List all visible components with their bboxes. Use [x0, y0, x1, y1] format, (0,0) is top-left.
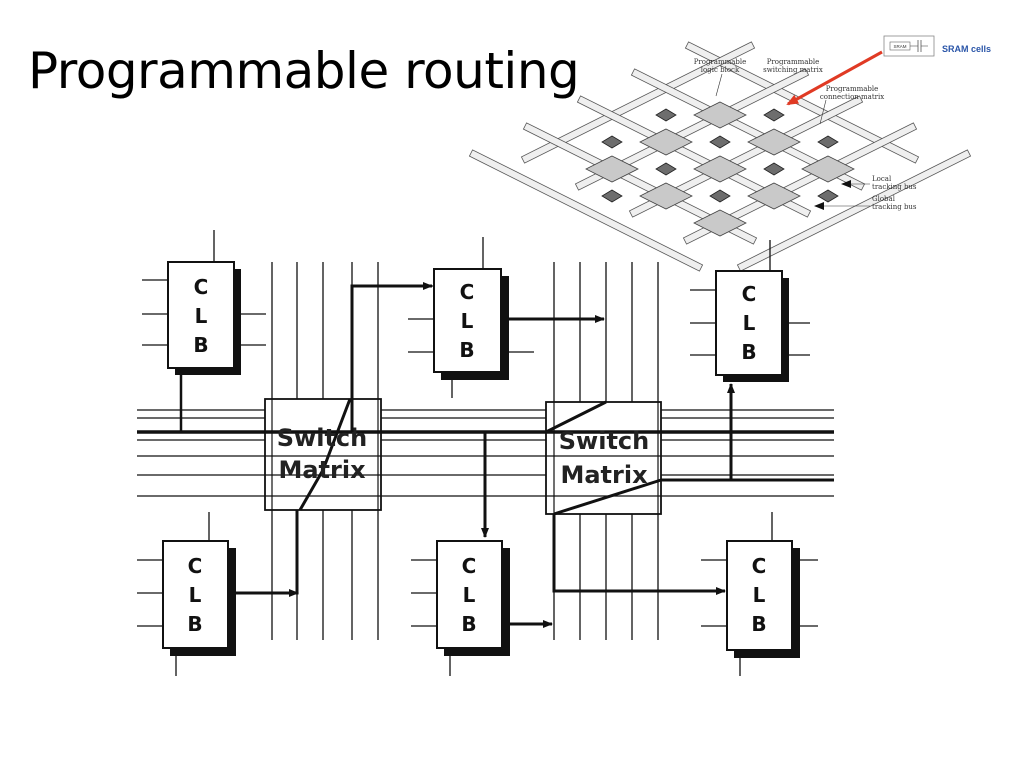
sram-pointer-arrow	[786, 50, 883, 106]
inset-logic-block	[747, 182, 801, 210]
inset-label-local-bus: Local tracking bus	[841, 175, 917, 191]
clb-top-right: C L B	[690, 240, 810, 382]
sram-cell-icon: SRAM	[883, 35, 935, 57]
clb-letter-l: L	[743, 311, 756, 335]
clb-letter-c: C	[752, 554, 767, 578]
inset-switch-matrix	[817, 189, 839, 203]
clb-letter-c: C	[194, 275, 209, 299]
clb-letter-c: C	[462, 554, 477, 578]
inset-label-global-bus: Global tracking bus	[814, 195, 917, 211]
inset-logic-block	[801, 155, 855, 183]
svg-text:SRAM: SRAM	[893, 44, 906, 49]
route-clb-bottom-left-out	[236, 510, 299, 595]
slide-title: Programmable routing	[28, 42, 580, 100]
inset-switch-matrix	[655, 108, 677, 122]
svg-text:logic block: logic block	[701, 66, 740, 74]
svg-text:Programmable: Programmable	[826, 85, 879, 93]
inset-switch-matrix	[763, 108, 785, 122]
inset-track	[522, 122, 758, 245]
routed-connections	[236, 282, 735, 628]
inset-switch-matrix	[709, 135, 731, 149]
inset-label-logic-block: Programmable logic block	[694, 58, 747, 97]
clb-letter-b: B	[751, 612, 766, 636]
switch-matrix-left: Switch Matrix	[264, 398, 382, 511]
inset-label-connection-matrix: Programmable connection matrix	[819, 85, 884, 125]
inset-switch-matrix	[817, 135, 839, 149]
inset-track	[684, 41, 920, 164]
clb-letter-c: C	[742, 282, 757, 306]
inset-logic-block	[693, 101, 747, 129]
inset-logic-block	[747, 128, 801, 156]
inset-switch-matrix	[601, 135, 623, 149]
routing-diagram: Switch Matrix Switch Matrix C	[137, 230, 834, 676]
clb-letter-l: L	[195, 304, 208, 328]
svg-text:tracking bus: tracking bus	[872, 203, 917, 211]
svg-text:connection matrix: connection matrix	[820, 93, 884, 101]
svg-text:Programmable: Programmable	[767, 58, 820, 66]
svg-text:tracking bus: tracking bus	[872, 183, 917, 191]
inset-switch-matrix	[709, 189, 731, 203]
switch-matrix-right-line2: Matrix	[560, 461, 648, 489]
inset-switch-matrix	[601, 189, 623, 203]
inset-track	[576, 95, 812, 218]
clb-letter-l: L	[461, 309, 474, 333]
svg-text:Global: Global	[872, 195, 896, 203]
clb-letter-b: B	[187, 612, 202, 636]
switch-matrix-left-line1: Switch	[277, 424, 367, 452]
inset-switch-matrix	[655, 162, 677, 176]
svg-text:Programmable: Programmable	[694, 58, 747, 66]
switch-matrix-right: Switch Matrix	[545, 400, 662, 516]
svg-text:Local: Local	[872, 175, 892, 183]
inset-track	[520, 41, 756, 164]
inset-track	[468, 149, 704, 272]
switch-matrix-left-line2: Matrix	[278, 456, 366, 484]
clb-letter-c: C	[188, 554, 203, 578]
clb-bottom-left: C L B	[137, 512, 236, 676]
clb-top-left: C L B	[142, 230, 266, 432]
clb-letter-c: C	[460, 280, 475, 304]
clb-letter-b: B	[741, 340, 756, 364]
inset-switch-matrix	[763, 162, 785, 176]
inset-logic-block	[639, 182, 693, 210]
clb-letter-l: L	[753, 583, 766, 607]
clb-letter-b: B	[461, 612, 476, 636]
sram-cells-label: SRAM cells	[942, 44, 991, 54]
inset-logic-block	[639, 128, 693, 156]
svg-text:switching matrix: switching matrix	[763, 66, 823, 74]
clb-bottom-middle: C L B	[411, 540, 510, 676]
clb-letter-l: L	[189, 583, 202, 607]
inset-logic-block	[693, 209, 747, 237]
inset-logic-block	[585, 155, 639, 183]
inset-logic-block	[693, 155, 747, 183]
route-to-clb-top-middle	[350, 282, 433, 432]
inset-label-switching-matrix: Programmable switching matrix	[763, 58, 823, 74]
fpga-fabric-inset: Programmable logic block Programmable sw…	[468, 35, 991, 272]
clb-letter-b: B	[193, 333, 208, 357]
switch-matrix-right-line1: Switch	[559, 427, 649, 455]
route-to-clb-bottom-right	[552, 514, 726, 595]
clb-bottom-right: C L B	[701, 512, 818, 676]
clb-letter-l: L	[463, 583, 476, 607]
clb-top-middle: C L B	[408, 237, 534, 398]
clb-letter-b: B	[459, 338, 474, 362]
inset-grid	[468, 41, 972, 272]
